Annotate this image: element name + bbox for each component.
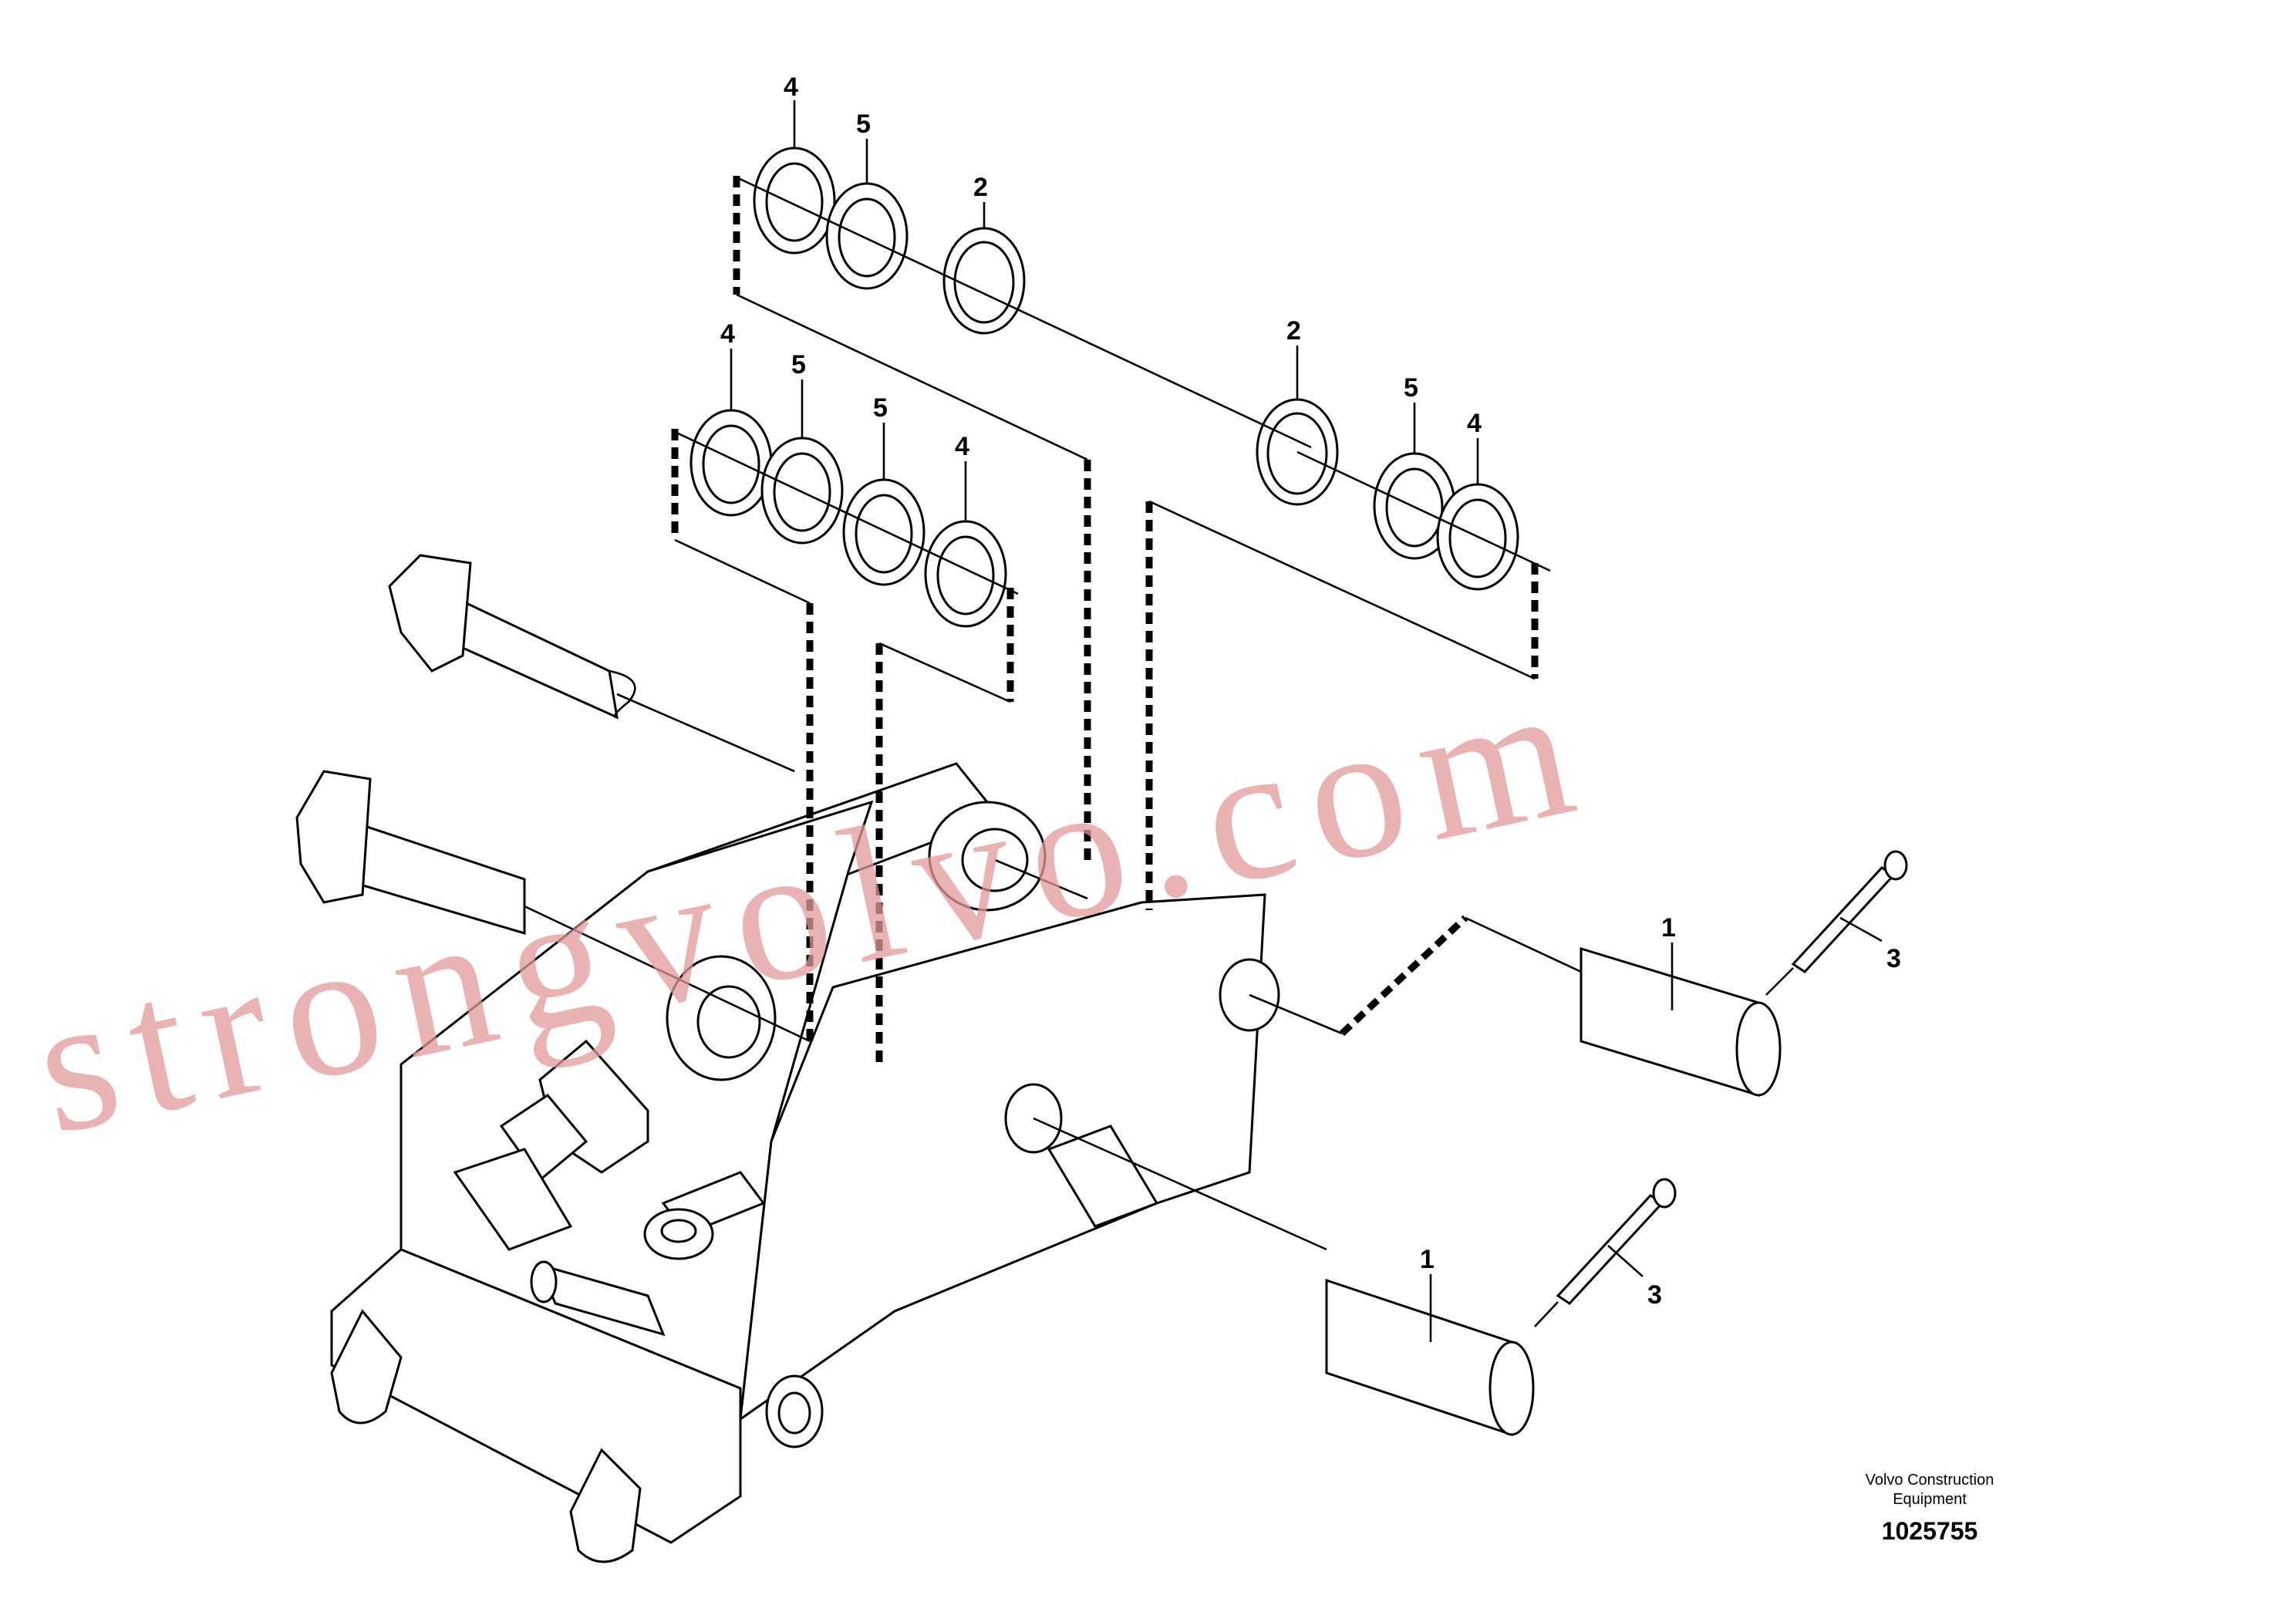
leader-c14 (1607, 1245, 1644, 1277)
leader-c12 (1839, 916, 1883, 943)
coupler-right-plate (739, 893, 1266, 1422)
axis-lower-pin (524, 905, 811, 1043)
lower-boss-bore (777, 1391, 811, 1435)
callout-labels: 4 5 2 4 5 5 4 2 5 4 1 3 1 3 (720, 73, 1901, 1310)
flanged-pin-upper-end (609, 669, 636, 719)
callout-4-top: 4 (784, 73, 798, 102)
callout-1-upper: 1 (1661, 913, 1676, 943)
shim-ring-4d-inner (1448, 498, 1507, 578)
callout-2-right: 2 (1286, 316, 1301, 346)
axis-split-pins (1534, 967, 1794, 1327)
shim-ring-4b-inner (702, 424, 760, 504)
assembly-lines (524, 176, 1794, 1327)
axis-top-bracket (736, 293, 1088, 461)
figure-footer: Volvo Construction Equipment 1025755 (1866, 1472, 1994, 1545)
shim-rings (689, 147, 1519, 628)
callout-5-top: 5 (856, 110, 871, 139)
axis-side-lower (1033, 1117, 1327, 1251)
axis-top-row-right (1296, 450, 1551, 572)
axis-mid-left-bracket (674, 538, 811, 605)
callout-5-right: 5 (1404, 373, 1418, 403)
pin-assemblies (295, 554, 1908, 1437)
callout-1-lower: 1 (1420, 1245, 1435, 1274)
figure-number: 1025755 (1882, 1517, 1978, 1545)
shim-ring-4a-inner (765, 162, 824, 242)
publisher-line1: Volvo Construction (1866, 1472, 1994, 1489)
shim-ring-4c-inner (936, 535, 995, 615)
pin-1-lower (1325, 1278, 1513, 1437)
upper-bushing-front-bore (696, 985, 761, 1059)
callout-5-mid-b: 5 (873, 393, 888, 423)
split-pin-lower (1556, 1194, 1664, 1305)
axis-upper-pin (616, 693, 795, 773)
axis-right-pin-upper (1465, 916, 1582, 973)
callout-4-mid-b: 4 (955, 432, 969, 461)
axis-top-row (736, 176, 1312, 449)
axis-side-upper (1249, 993, 1343, 1035)
axis-bushing-rear (994, 858, 1088, 900)
ring-2b-inner (1266, 412, 1328, 495)
lock-cylinder-end (530, 1260, 558, 1303)
flanged-pin-upper-flange (388, 554, 472, 673)
pin-1-lower-face (1489, 1340, 1535, 1436)
bracket-right-pin (1339, 915, 1468, 1037)
axis-right-bracket (1148, 500, 1536, 680)
lock-linkage (453, 1148, 573, 1251)
pin-1-upper (1580, 946, 1760, 1098)
flanged-pin-lower-flange (295, 770, 372, 904)
callout-3-lower: 3 (1647, 1280, 1662, 1310)
shim-ring-5c-inner (855, 494, 913, 574)
ring-2a-inner (953, 241, 1015, 324)
axis-mid-inner-bracket (878, 642, 1011, 703)
callout-2-top: 2 (973, 173, 988, 202)
quick-coupler-body (330, 762, 1280, 1563)
callout-leaders (730, 100, 1883, 1342)
callout-4-mid-left: 4 (720, 319, 735, 349)
callout-5-mid-a: 5 (791, 350, 806, 379)
split-pin-lower-eye (1652, 1178, 1677, 1209)
guide-cone-right (569, 1448, 642, 1563)
publisher-line2: Equipment (1893, 1491, 1967, 1508)
dashed-brackets (671, 176, 1539, 1064)
flanged-pin-upper (453, 595, 619, 720)
guide-cone-left (330, 1309, 403, 1425)
cylinder-mount-bore (660, 1219, 697, 1243)
split-pin-upper-eye (1883, 850, 1908, 881)
pin-1-upper-face (1735, 1001, 1782, 1097)
callout-4-right: 4 (1467, 409, 1482, 438)
callout-3-upper: 3 (1886, 944, 1901, 973)
coupler-hook-right (1047, 1125, 1159, 1228)
coupler-bottom-edge (400, 1248, 741, 1390)
axis-middle-row (674, 430, 1019, 595)
